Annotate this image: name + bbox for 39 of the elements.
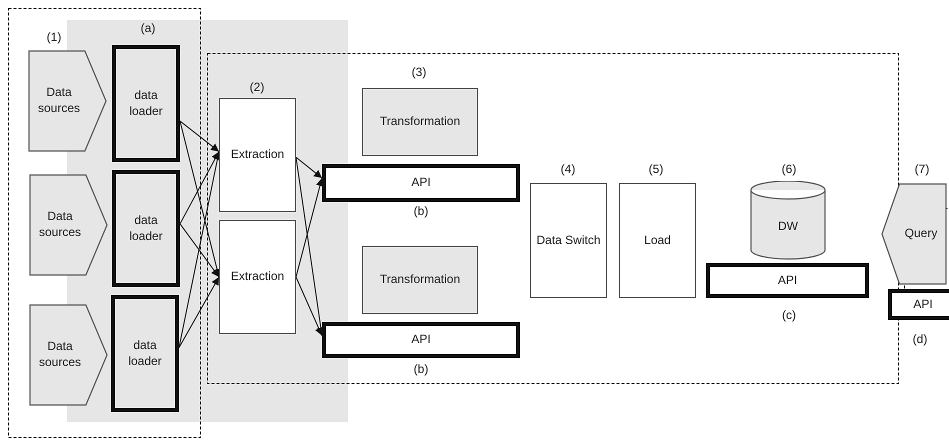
arrow xyxy=(296,178,324,278)
node-caption: (5) xyxy=(648,162,664,176)
process-box: data loader xyxy=(111,295,179,412)
arrow xyxy=(180,223,220,278)
arrow xyxy=(180,120,220,152)
api-box: API xyxy=(706,263,869,298)
node-caption: (d) xyxy=(912,332,928,346)
node-caption: (4) xyxy=(560,162,576,176)
process-box: Extraction xyxy=(219,98,296,212)
node-caption: (b) xyxy=(414,362,428,376)
node-caption: (1) xyxy=(46,30,62,44)
process-box: Transformation xyxy=(362,246,478,314)
arrow xyxy=(180,151,220,224)
process-box: Transformation xyxy=(362,88,478,156)
node-caption: (b) xyxy=(414,204,428,218)
data-source-pentagon: Data sources xyxy=(29,304,108,406)
data-source-pentagon: Data sources xyxy=(28,50,107,152)
api-box: API xyxy=(322,164,520,202)
node-caption: (a) xyxy=(140,21,156,35)
query-pentagon: Query xyxy=(881,183,947,285)
node-caption: (7) xyxy=(914,162,930,176)
arrow xyxy=(296,276,322,336)
arrow xyxy=(180,120,221,278)
process-box: data loader xyxy=(112,170,180,287)
api-box: API xyxy=(322,322,520,358)
process-box: Extraction xyxy=(219,220,296,334)
arrow xyxy=(296,156,322,179)
process-box: Load xyxy=(619,183,696,298)
node-caption: (2) xyxy=(250,80,264,94)
node-caption: (3) xyxy=(412,65,426,79)
arrow xyxy=(178,276,220,348)
process-box: data loader xyxy=(112,45,180,162)
database-cylinder: DW xyxy=(750,181,826,260)
data-source-pentagon: Data sources xyxy=(29,174,108,276)
node-caption: (c) xyxy=(782,308,796,322)
api-box: API xyxy=(888,289,949,320)
node-caption: (6) xyxy=(782,162,796,176)
arrow xyxy=(178,151,222,348)
process-box: Data Switch xyxy=(530,183,607,298)
